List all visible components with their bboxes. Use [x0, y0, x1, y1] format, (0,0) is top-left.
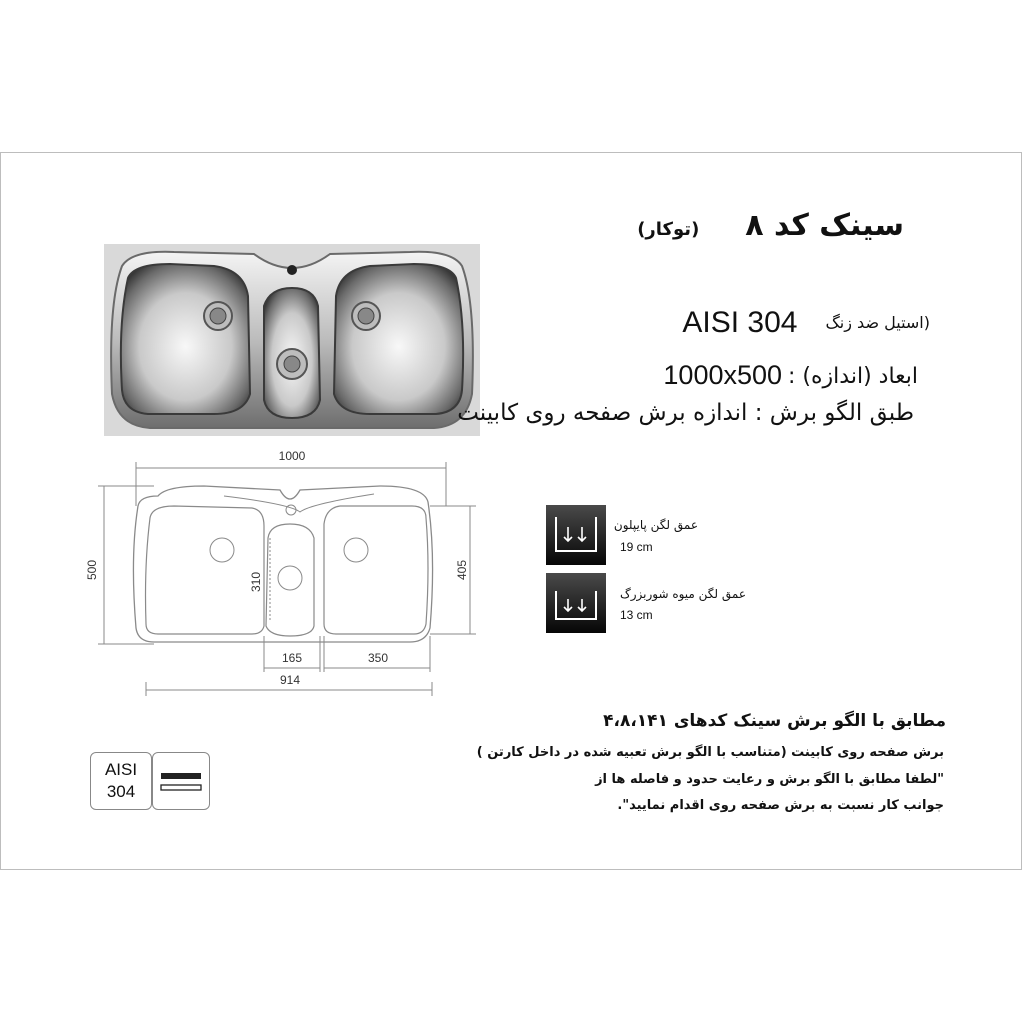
- deep-bowl-depth-value: 19 cm: [620, 540, 653, 554]
- product-title: سینک کد ۸: [745, 208, 904, 243]
- dimensions-label: ابعاد (اندازه) :: [788, 364, 918, 389]
- faucet-hole: [287, 265, 297, 275]
- drawing-left-bowl: [144, 505, 265, 635]
- sink-photo: [104, 244, 480, 436]
- deep-bowl-depth-icon: [546, 505, 606, 565]
- dim-total-width: 1000: [279, 449, 306, 463]
- notes-line-3: جوانب کار نسبت به برش صفحه روی اقدام نما…: [617, 798, 944, 813]
- aisi-badge: AISI 304: [90, 752, 152, 810]
- shallow-bowl-depth-value: 13 cm: [620, 608, 653, 622]
- drawing-center-drain: [277, 565, 303, 591]
- product-title-row: سینک کد ۸ (توکار): [637, 208, 904, 243]
- drawing-center-bowl: [265, 523, 315, 637]
- aisi-badge-line2: 304: [106, 782, 136, 801]
- thickness-badge: [152, 752, 210, 810]
- notes-heading: مطابق با الگو برش سینک کدهای ۴،۸،۱۴۱: [603, 711, 946, 731]
- drawing-faucet-hole: [285, 504, 297, 516]
- shallow-bowl-depth-icon: [546, 573, 606, 633]
- dim-side-width: 350: [368, 651, 388, 665]
- drawing-left-drain: [209, 537, 235, 563]
- right-bowl: [332, 262, 465, 415]
- right-drain: [351, 301, 381, 331]
- dim-inner-width: 914: [280, 673, 300, 687]
- dim-center-height: 310: [249, 572, 263, 592]
- drawing-right-drain: [343, 537, 369, 563]
- page-frame: [0, 152, 1022, 870]
- product-subtitle: (توکار): [637, 219, 700, 240]
- left-drain: [203, 301, 233, 331]
- dim-center-width: 165: [282, 651, 302, 665]
- cut-pattern-note: طبق الگو برش : اندازه برش صفحه روی کابین…: [457, 400, 914, 426]
- shallow-bowl-depth-label: عمق لگن میوه شوربزرگ: [619, 587, 746, 601]
- dim-bowl-height: 405: [455, 560, 469, 580]
- left-bowl: [119, 262, 252, 415]
- material-note: (استیل ضد زنگ: [825, 313, 930, 332]
- thickness-icon: [160, 773, 202, 791]
- notes-line-2: "لطفا مطابق با الگو برش و رعایت حدود و ف…: [595, 772, 944, 787]
- drawing-outline: [132, 485, 434, 643]
- technical-drawing: 1000 500 405 310 165 350 914: [85, 449, 476, 696]
- aisi-badge-line1: AISI: [104, 760, 138, 779]
- material-line: (استیل ضد زنگ AISI 304: [682, 306, 930, 340]
- material-grade: AISI 304: [682, 306, 798, 339]
- dim-total-height: 500: [85, 560, 99, 580]
- dimensions-value: 1000x500: [663, 360, 783, 390]
- center-drain: [276, 348, 308, 380]
- deep-bowl-depth-label: عمق لگن پایپلون: [613, 518, 698, 532]
- notes-line-1: برش صفحه روی کابینت (متناسب با الگو برش …: [476, 745, 944, 760]
- dimensions-line: ابعاد (اندازه) :1000x500: [663, 360, 918, 391]
- drawing-right-bowl: [323, 505, 429, 635]
